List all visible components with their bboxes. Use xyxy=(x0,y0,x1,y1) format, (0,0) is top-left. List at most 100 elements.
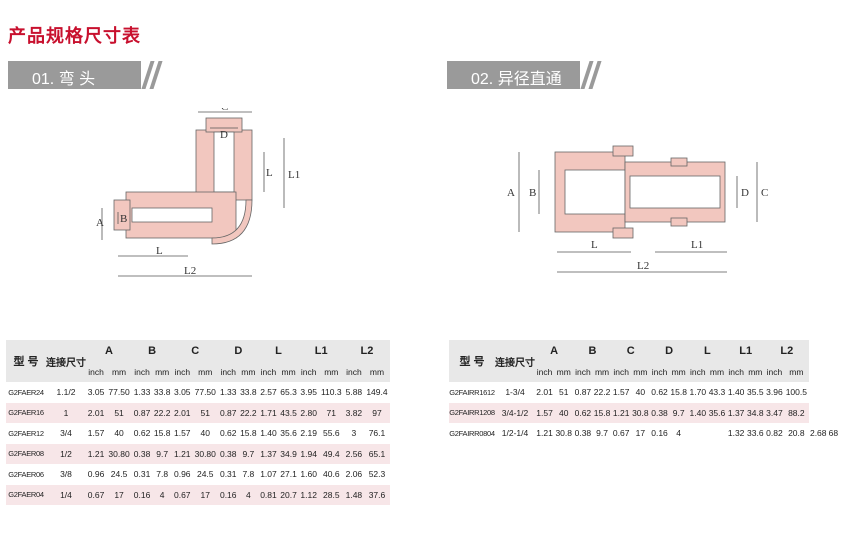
value-cell: 1.07 xyxy=(260,469,277,480)
value-cell: 3 xyxy=(351,428,357,439)
dim-label-l1: L1 xyxy=(288,169,300,181)
section-title: 02. 异径直通 xyxy=(471,71,562,88)
value-cell: 0.38 xyxy=(574,428,592,439)
unit-header: mm xyxy=(784,362,809,382)
value-cell: 55.6 xyxy=(323,428,340,439)
value-cell: 0.67 xyxy=(172,484,193,505)
value-cell: 0.38 xyxy=(131,443,153,464)
value-cell: 33.6 xyxy=(747,428,764,439)
value-cell: 40 xyxy=(554,402,574,423)
value-cell: 7.8 xyxy=(156,469,169,480)
model-cell: G2FAER04 xyxy=(6,484,46,505)
model-cell: G2FAIRR1612 xyxy=(449,387,495,397)
value-cell: 30.80 xyxy=(106,443,132,464)
model-cell: G2FAER08 xyxy=(6,443,46,464)
col-size-header: 连接尺寸 xyxy=(46,340,86,382)
value-cell: 2.68 xyxy=(809,428,827,439)
value-cell: 2.19 xyxy=(300,428,317,439)
value-cell: 71 xyxy=(318,402,344,423)
value-cell: 40 xyxy=(200,428,210,439)
value-cell: 33.8 xyxy=(153,387,171,398)
value-cell: 77.50 xyxy=(108,387,130,398)
value-cell: 3.96 xyxy=(766,387,783,398)
value-cell: 0.31 xyxy=(219,469,237,480)
size-cell: 1/2-1/4 xyxy=(501,428,529,439)
unit-header: inch xyxy=(726,362,746,382)
unit-header: mm xyxy=(106,362,132,382)
unit-header: mm xyxy=(669,362,689,382)
value-cell: 68 xyxy=(828,428,839,439)
size-cell: 3/8 xyxy=(60,469,72,480)
value-cell: 0.87 xyxy=(218,402,239,423)
col-model-header: 型 号 xyxy=(449,340,495,382)
value-cell: 20.7 xyxy=(278,484,299,505)
unit-header: mm xyxy=(707,362,727,382)
model-cell: G2FAER06 xyxy=(8,469,44,479)
value-cell: 3.05 xyxy=(173,387,191,398)
value-cell: 1.37 xyxy=(258,443,279,464)
value-cell: 9.7 xyxy=(152,443,173,464)
value-cell: 2.57 xyxy=(260,387,277,398)
elbow-horizontal-bore xyxy=(131,207,213,223)
value-cell: 35.6 xyxy=(707,402,727,423)
dim-label-l: L xyxy=(156,245,163,257)
size-cell: 3/4-1/2 xyxy=(495,402,535,423)
value-cell: 34.8 xyxy=(745,402,765,423)
size-cell: 1-3/4 xyxy=(505,387,525,398)
unit-header: inch xyxy=(172,362,193,382)
col-group-l2: L2 xyxy=(343,340,390,362)
page-title: 产品规格尺寸表 xyxy=(8,26,141,46)
unit-header: inch xyxy=(343,362,364,382)
value-cell: 17 xyxy=(106,484,132,505)
value-cell: 9.7 xyxy=(238,443,259,464)
unit-header: inch xyxy=(258,362,279,382)
value-cell: 4 xyxy=(238,484,259,505)
col-size-header: 连接尺寸 xyxy=(495,340,535,382)
value-cell: 43.3 xyxy=(708,387,726,398)
value-cell: 1.40 xyxy=(260,428,277,439)
value-cell: 24.5 xyxy=(110,469,128,480)
value-cell: 15.8 xyxy=(153,428,171,439)
value-cell: 30.80 xyxy=(192,443,219,464)
value-cell: 1.32 xyxy=(727,428,745,439)
col-group-d: D xyxy=(218,340,259,362)
reducer-left-bore xyxy=(564,169,626,215)
value-cell: 97 xyxy=(363,402,390,423)
value-cell: 43.5 xyxy=(278,402,299,423)
value-cell: 4 xyxy=(152,484,173,505)
value-cell: 2.56 xyxy=(343,443,364,464)
value-cell: 0.67 xyxy=(86,484,107,505)
value-cell: 51 xyxy=(559,387,569,398)
value-cell: 2.01 xyxy=(86,402,107,423)
col-group-l1: L1 xyxy=(726,340,765,362)
unit-header: mm xyxy=(554,362,574,382)
value-cell: 28.5 xyxy=(318,484,344,505)
value-cell xyxy=(707,423,726,444)
value-cell: 27.1 xyxy=(280,469,297,480)
value-cell: 49.4 xyxy=(318,443,344,464)
value-cell xyxy=(688,423,707,444)
dim-label-l2: L2 xyxy=(184,265,196,277)
value-cell: 65.1 xyxy=(363,443,390,464)
col-group-c: C xyxy=(172,340,219,362)
value-cell: 2.01 xyxy=(536,387,553,398)
value-cell: 2.80 xyxy=(298,402,319,423)
unit-header: mm xyxy=(630,362,650,382)
value-cell: 1.70 xyxy=(689,387,707,398)
dim-label-a: A xyxy=(96,217,104,229)
unit-header: inch xyxy=(649,362,670,382)
unit-header: mm xyxy=(592,362,612,382)
dim-label-l: L xyxy=(591,239,598,251)
unit-header: mm xyxy=(363,362,390,382)
value-cell: 0.87 xyxy=(131,402,153,423)
unit-header: mm xyxy=(192,362,219,382)
value-cell: 0.96 xyxy=(87,469,105,480)
model-cell: G2FAER24 xyxy=(8,387,44,397)
model-cell: G2FAER12 xyxy=(8,428,44,438)
